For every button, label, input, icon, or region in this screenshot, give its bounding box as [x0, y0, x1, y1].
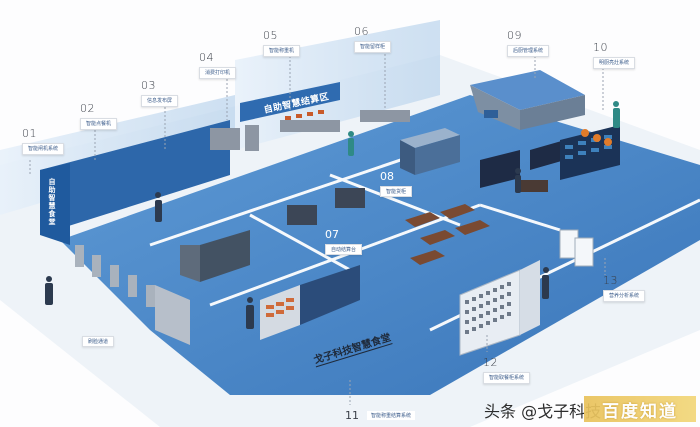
callout-number: 10 [593, 41, 608, 54]
callout-label: 消费打印机 [199, 67, 237, 79]
callout-number: 06 [354, 25, 369, 38]
callout-08-label: 智能货柜 [380, 186, 413, 197]
entrance-label: 刷脸通道 [82, 336, 115, 347]
callout-02: 02 智能点餐机 [80, 102, 118, 130]
callout-07-label: 自动结算台 [325, 244, 363, 255]
callout-number: 11 [345, 409, 359, 422]
callout-06: 06 智能留样柜 [354, 25, 392, 53]
callout-number: 01 [22, 127, 37, 140]
callout-01: 01 智能闸机系统 [22, 127, 65, 155]
callout-label: 明厨亮灶系统 [593, 57, 636, 69]
callout-label: 信息发布屏 [141, 95, 179, 107]
callout-09: 09 后厨管理系统 [507, 29, 550, 57]
callout-number: 09 [507, 29, 522, 42]
callout-label: 智能点餐机 [80, 118, 118, 130]
callout-number: 05 [263, 29, 278, 42]
entrance-sign: 自助智慧食堂 [48, 178, 56, 226]
toutiao-watermark: 头条 @戈子科技 [484, 402, 602, 421]
baidu-zhidao-logo: 百度知道 [584, 396, 696, 422]
callout-07-number: 07 [325, 228, 339, 241]
callout-label: 智能闸机系统 [22, 143, 65, 155]
callout-12: 12 智能取餐柜系统 [483, 356, 531, 384]
callout-number: 04 [199, 51, 214, 64]
callout-11: 11 智能称重结算系统 [345, 409, 416, 422]
callout-label: 智能称重机 [263, 45, 301, 57]
callout-number: 12 [483, 356, 498, 369]
callout-number: 13 [603, 274, 618, 287]
callout-08-number: 08 [380, 170, 394, 183]
callout-number: 02 [80, 102, 95, 115]
callout-05: 05 智能称重机 [263, 29, 301, 57]
callout-label: 智能留样柜 [354, 41, 392, 53]
callout-label: 智能称重结算系统 [367, 411, 416, 420]
callout-04: 04 消费打印机 [199, 51, 237, 79]
callout-number: 03 [141, 79, 156, 92]
callout-label: 后厨管理系统 [507, 45, 550, 57]
callout-10: 10 明厨亮灶系统 [593, 41, 636, 69]
callout-label: 营养分析系统 [603, 290, 646, 302]
callout-03: 03 信息发布屏 [141, 79, 179, 107]
callout-13: 13 营养分析系统 [603, 274, 646, 302]
callout-label: 智能取餐柜系统 [483, 372, 531, 384]
